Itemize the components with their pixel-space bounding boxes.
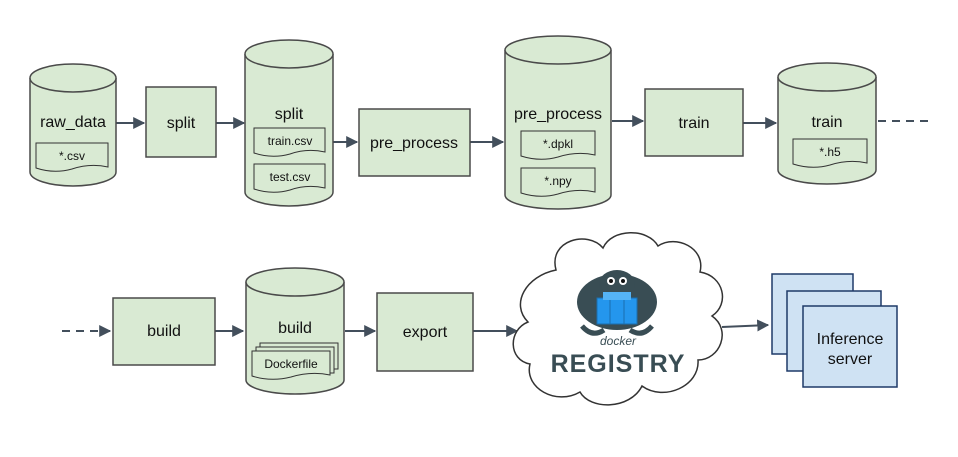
raw-data-label: raw_data	[40, 114, 106, 131]
file-doc	[520, 130, 596, 160]
file-label: *.dpkl	[543, 137, 573, 151]
file-label: *.h5	[819, 145, 841, 159]
export-step: export	[376, 292, 474, 372]
inference-label-line1: Inference	[817, 331, 884, 348]
split-step-label: split	[167, 115, 196, 132]
file-doc	[253, 127, 326, 157]
file-doc	[792, 138, 868, 168]
file-doc	[253, 163, 326, 193]
server-card-front	[802, 305, 898, 388]
file-doc	[251, 350, 331, 380]
build-step-label: build	[147, 323, 181, 340]
build-step: build	[112, 297, 216, 366]
file-doc	[35, 142, 109, 172]
split-store: split train.csv test.csv	[244, 39, 334, 207]
pre-process-store-label: pre_process	[514, 106, 602, 123]
pre-process-store: pre_process *.dpkl *.npy	[504, 35, 612, 210]
edge-registry-to-inference	[721, 319, 770, 332]
train-store-label: train	[811, 114, 842, 131]
train-step-label: train	[678, 115, 709, 132]
file-label: *.npy	[544, 174, 571, 188]
split-step: split	[145, 86, 217, 158]
file-label: test.csv	[270, 170, 311, 184]
export-step-label: export	[403, 324, 448, 341]
file-label: *.csv	[59, 149, 85, 163]
file-doc	[520, 167, 596, 197]
raw-data-store: raw_data *.csv	[29, 63, 117, 187]
docker-registry-cloud: docker REGISTRY	[512, 232, 724, 406]
split-store-label: split	[275, 106, 304, 123]
docker-logo-icon	[577, 270, 657, 336]
inference-label-line2: server	[828, 351, 873, 368]
registry-logo-main: REGISTRY	[551, 350, 686, 378]
file-label: train.csv	[268, 134, 313, 148]
file-label: Dockerfile	[264, 357, 318, 371]
build-store: build Dockerfile	[245, 267, 345, 395]
train-step: train	[644, 88, 744, 157]
train-store: train *.h5	[777, 62, 877, 185]
pre-process-step-label: pre_process	[370, 135, 458, 152]
pre-process-step: pre_process	[358, 108, 471, 177]
inference-server-stack: Inference server	[771, 273, 898, 388]
registry-logo-top: docker	[600, 334, 637, 348]
build-store-label: build	[278, 320, 312, 337]
